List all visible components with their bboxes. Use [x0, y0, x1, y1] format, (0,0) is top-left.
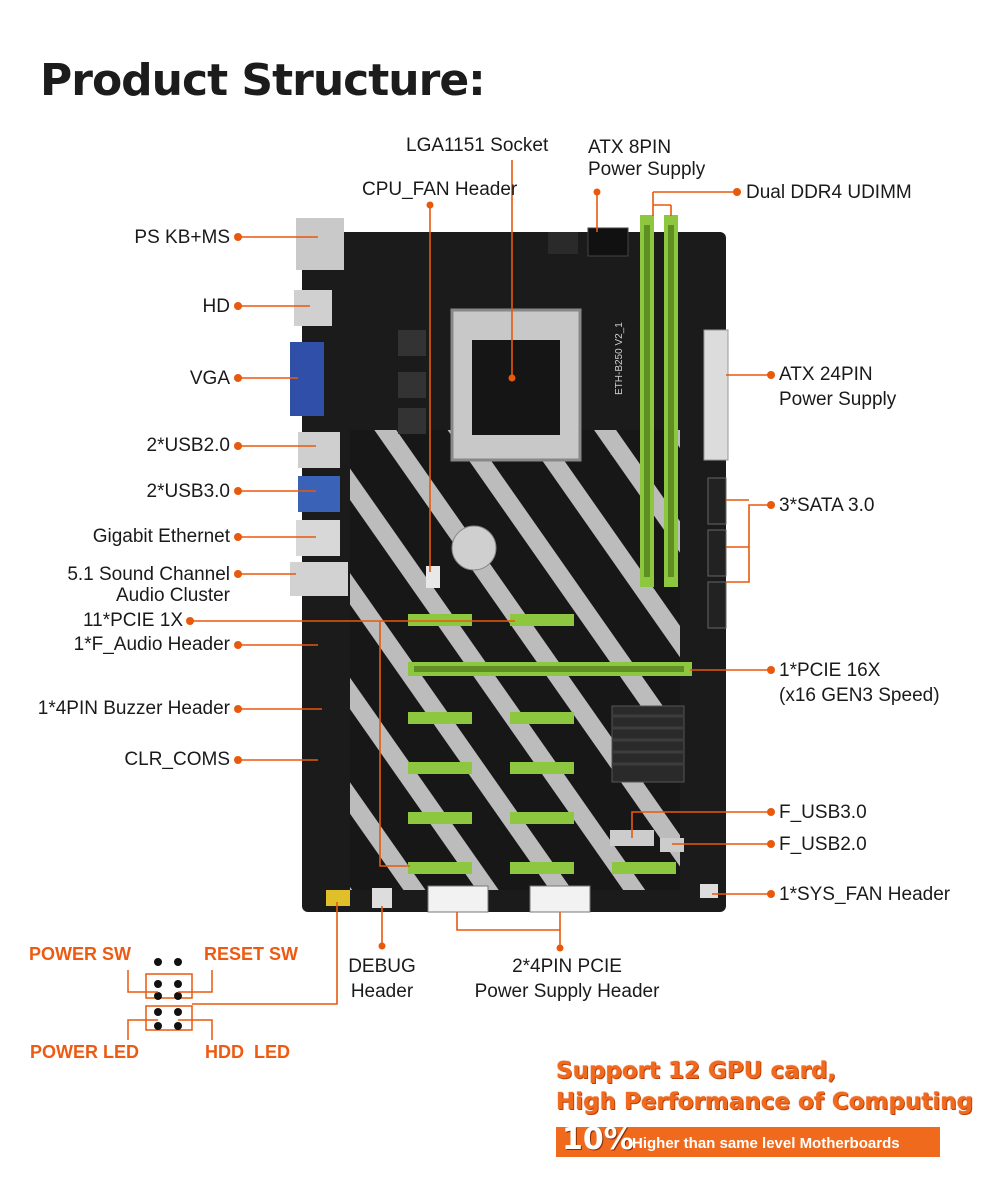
- cmos-battery: [451, 525, 497, 571]
- leader-lines: [190, 160, 771, 1005]
- label-fusb3: F_USB3.0: [779, 802, 867, 823]
- label-atx8-line2: Power Supply: [588, 159, 706, 180]
- vrm-2: [398, 372, 426, 398]
- label-sound-line1: 5.1 Sound Channel: [67, 564, 230, 585]
- usb3-port: [298, 476, 340, 512]
- atx24-connector: [703, 329, 729, 461]
- promo-line1: Support 12 GPU card,: [556, 1058, 837, 1084]
- label-atx8-line1: ATX 8PIN: [588, 137, 672, 158]
- label-pcie-power-line1: 2*4PIN PCIE: [512, 956, 622, 977]
- promo-line2: High Performance of Computing: [556, 1089, 974, 1115]
- fusb2-header: [660, 838, 684, 852]
- sata-1: [707, 477, 727, 525]
- label-pcie16-line2: (x16 GEN3 Speed): [779, 685, 940, 706]
- vga-port: [290, 342, 324, 416]
- cpu-fan-header: [426, 566, 440, 588]
- label-hd: HD: [202, 296, 230, 317]
- debug-header: [372, 888, 392, 908]
- label-sound-line2: Audio Cluster: [115, 585, 230, 606]
- label-ddr4: Dual DDR4 UDIMM: [746, 182, 912, 203]
- sys-fan-header: [700, 884, 718, 898]
- label-usb3: 2*USB3.0: [146, 481, 230, 502]
- label-power-led: POWER LED: [30, 1042, 140, 1062]
- board-model: ETH-B250 V2_1: [614, 322, 625, 395]
- label-ps2: PS KB+MS: [134, 227, 230, 248]
- audio-port: [290, 562, 348, 596]
- label-hdd-led: HDD LED: [205, 1042, 290, 1062]
- label-ethernet: Gigabit Ethernet: [92, 526, 230, 547]
- page-title: Product Structure:: [40, 55, 486, 106]
- usb2-port: [298, 432, 340, 468]
- label-cpu-fan: CPU_FAN Header: [362, 179, 518, 200]
- panel-pin-diagram: [127, 958, 213, 1040]
- promo-tagline: Higher than same level Motherboards: [632, 1135, 900, 1152]
- ps2-port: [296, 218, 344, 270]
- panel-header-pins: [326, 890, 350, 906]
- label-pcie16-line1: 1*PCIE 16X: [779, 660, 881, 681]
- ethernet-port: [296, 520, 340, 556]
- label-atx24-line1: ATX 24PIN: [779, 364, 873, 385]
- cpu-socket-inner: [472, 340, 560, 435]
- label-clr-coms: CLR_COMS: [124, 749, 230, 770]
- label-reset-sw: RESET SW: [204, 944, 299, 964]
- label-fusb2: F_USB2.0: [779, 834, 867, 855]
- label-lga1151: LGA1151 Socket: [406, 135, 549, 156]
- vrm-3: [398, 408, 426, 434]
- label-debug-line2: Header: [350, 981, 414, 1002]
- vrm-1: [398, 330, 426, 356]
- label-faudio: 1*F_Audio Header: [73, 634, 230, 655]
- chipset-heatsink: [611, 705, 685, 783]
- label-buzzer: 1*4PIN Buzzer Header: [37, 698, 230, 719]
- pcie1x-slots: [408, 614, 676, 874]
- label-usb2: 2*USB2.0: [146, 435, 230, 456]
- atx8-aux: [548, 232, 578, 254]
- hdmi-port: [294, 290, 332, 326]
- label-vga: VGA: [189, 368, 230, 389]
- label-sys-fan: 1*SYS_FAN Header: [779, 884, 951, 905]
- promo-bar: [556, 1127, 940, 1157]
- sata-2: [707, 529, 727, 577]
- label-debug-line1: DEBUG: [348, 956, 416, 977]
- label-pcie-power-line2: Power Supply Header: [474, 981, 660, 1002]
- pcie-power-1: [427, 885, 489, 913]
- leader-dots: [186, 188, 775, 952]
- label-power-sw: POWER SW: [29, 944, 131, 964]
- sata-3: [707, 581, 727, 629]
- label-sata: 3*SATA 3.0: [779, 495, 875, 516]
- label-atx24-line2: Power Supply: [779, 389, 897, 410]
- label-pcie1x: 11*PCIE 1X: [83, 610, 183, 631]
- atx8-connector: [587, 227, 629, 257]
- promo-percent: 10%: [562, 1122, 634, 1157]
- pcie-power-2: [529, 885, 591, 913]
